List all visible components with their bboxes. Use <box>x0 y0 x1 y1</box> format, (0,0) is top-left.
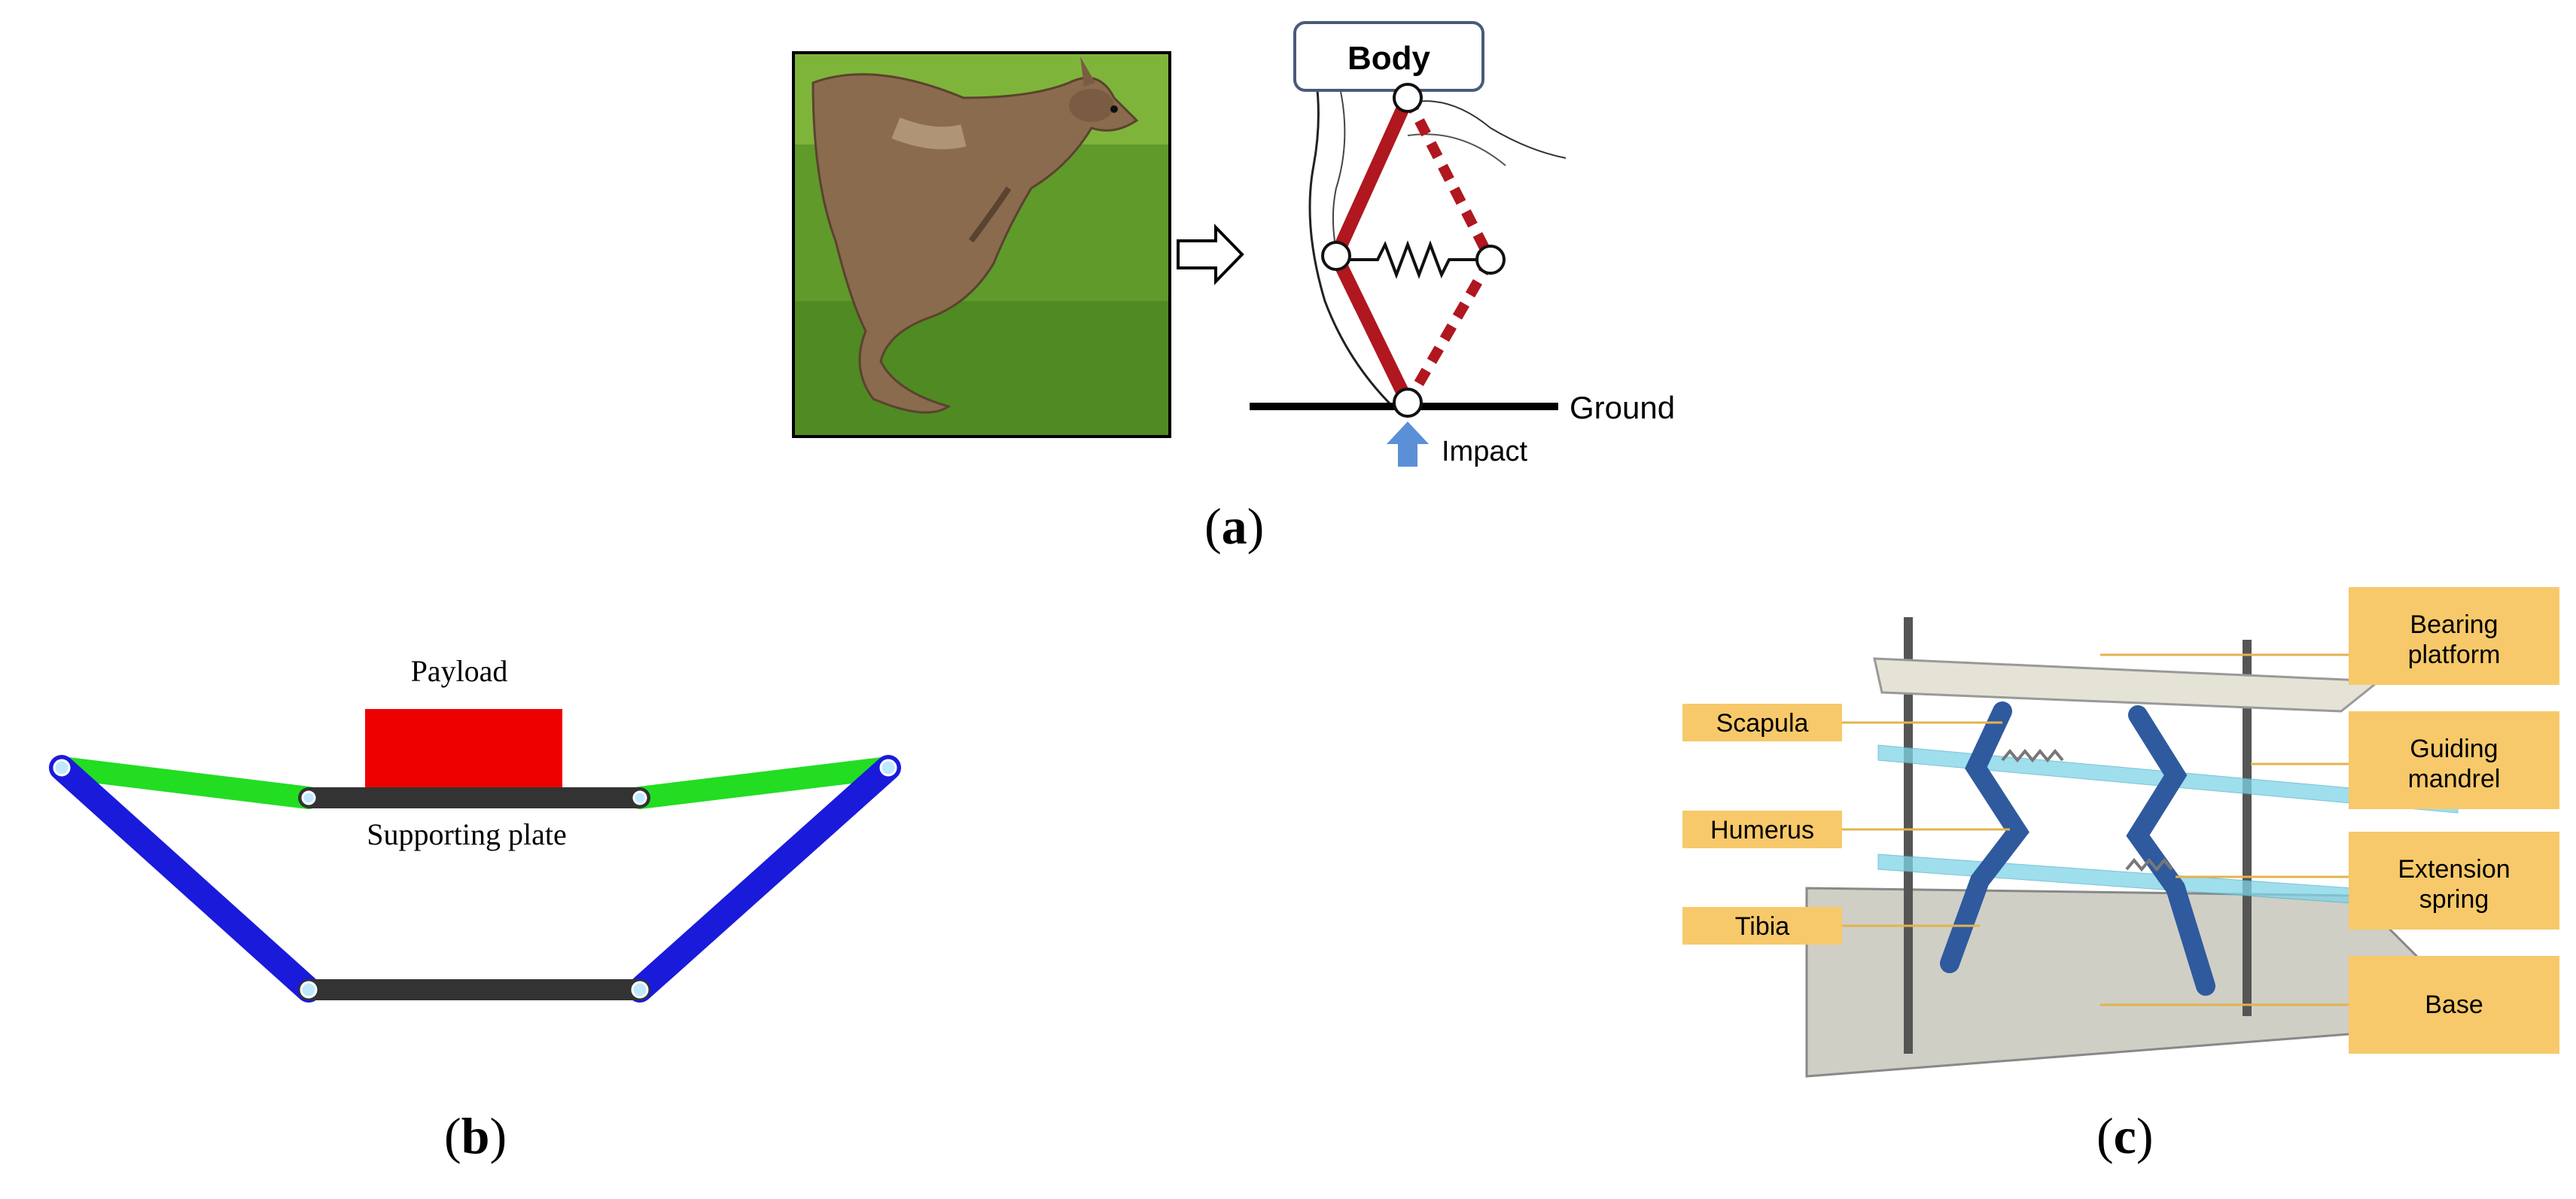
bearing-platform-label-box <box>2349 587 2559 685</box>
panel-a: Body Ground Impact <box>783 15 1701 497</box>
body-label: Body <box>1347 40 1431 77</box>
body-box <box>1293 21 1484 92</box>
extension-spring-icon <box>2001 748 2064 763</box>
tibia-label-box <box>1682 907 1842 945</box>
hinge <box>300 981 318 999</box>
extension-spring-icon <box>2125 857 2173 872</box>
hinge <box>301 790 316 805</box>
base-label-box <box>2349 956 2559 1054</box>
impact-arrow-icon <box>1387 421 1429 467</box>
upper-right-link <box>629 756 900 809</box>
panel-a-figure: Body Ground Impact <box>792 21 1675 467</box>
lower-right-link <box>627 755 901 1003</box>
spring-icon <box>1336 240 1490 279</box>
right-arrow-icon <box>1177 224 1244 285</box>
hip-joint <box>1393 83 1423 113</box>
payload-block <box>365 709 562 790</box>
humerus-label: Humerus <box>1710 816 1814 844</box>
leg-mechanism-diagram: Body Ground Impact <box>1250 21 1675 467</box>
panel-c: Scapula Humerus Tibia Bearing platform G… <box>1679 580 2576 1091</box>
scapula-label: Scapula <box>1716 709 1809 738</box>
caption-a: (a) <box>1204 498 1265 555</box>
panel-c-labels: Scapula Humerus Tibia <box>1682 587 2559 1054</box>
hinge <box>631 981 649 999</box>
extension-spring-label-box <box>2349 832 2559 930</box>
bearing-platform-label: Bearing platform <box>2407 610 2501 669</box>
bearing-platform <box>1873 657 2383 713</box>
spring-joint <box>1475 245 1506 275</box>
payload-label: Payload <box>411 654 508 688</box>
guiding-mandrel-label-box <box>2349 711 2559 809</box>
upper-left-link <box>50 756 320 809</box>
panel-b-figure: Payload Supporting plate <box>49 654 901 1003</box>
supporting-plate-label: Supporting plate <box>367 817 567 851</box>
extension-spring-label: Extension spring <box>2398 855 2511 914</box>
caption-c: (c) <box>2096 1107 2154 1164</box>
base-label: Base <box>2425 991 2483 1019</box>
hinge <box>879 759 897 777</box>
impact-label: Impact <box>1442 436 1527 467</box>
panel-b: Payload Supporting plate <box>15 647 933 1039</box>
hinge <box>632 790 647 805</box>
leg-links <box>1940 701 2215 996</box>
scapula-label-box <box>1682 704 1842 741</box>
panel-c-figure <box>1805 617 2487 1078</box>
guiding-mandrel-label: Guiding mandrel <box>2407 735 2501 793</box>
caption-b: (b) <box>444 1107 507 1164</box>
humerus-label-box <box>1682 811 1842 848</box>
tibia-label: Tibia <box>1735 912 1790 941</box>
hinge <box>53 759 71 777</box>
foot-joint <box>1393 388 1423 418</box>
kangaroo-photo <box>792 51 1171 438</box>
ground-label: Ground <box>1570 390 1675 425</box>
knee-joint <box>1321 241 1351 271</box>
lower-left-link <box>49 755 321 1003</box>
